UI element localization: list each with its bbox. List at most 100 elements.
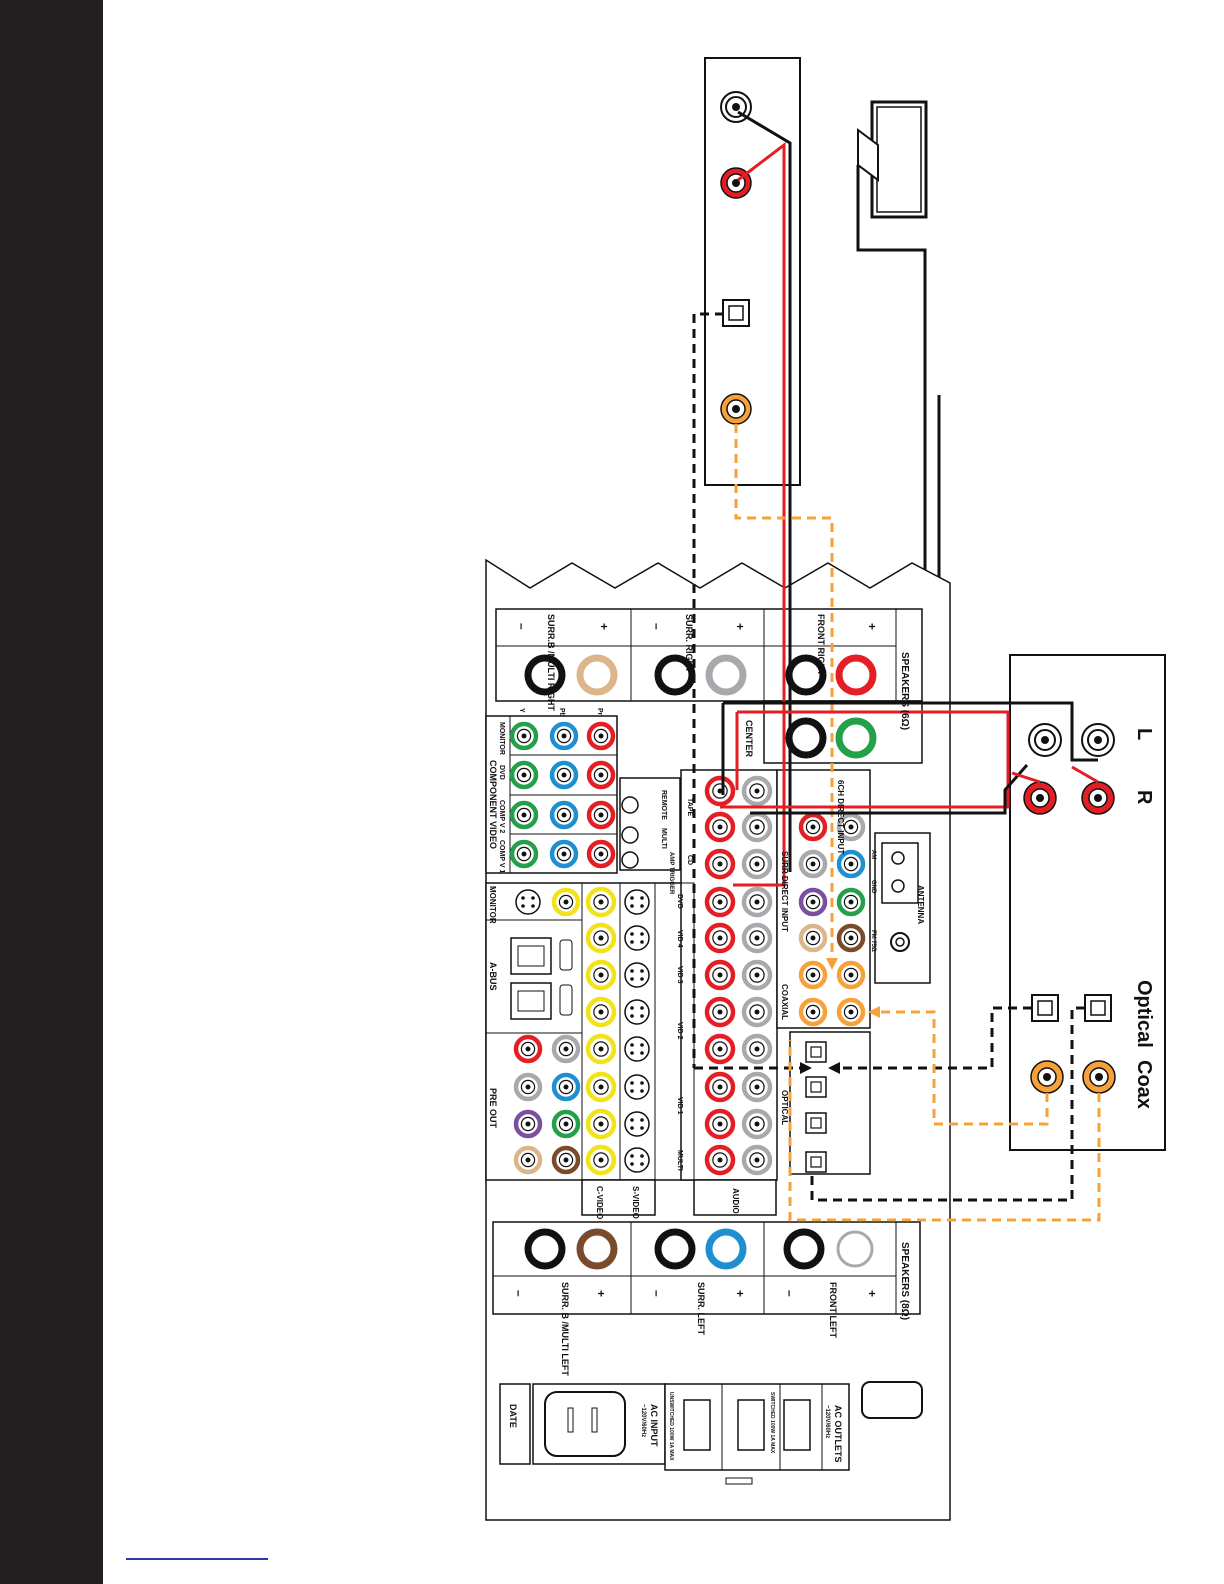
label-am: AM — [870, 850, 876, 859]
audio-jack-right — [704, 959, 736, 991]
component-label-pr: Pr — [596, 708, 603, 716]
audio-jack-right — [704, 922, 736, 954]
label-ac-input-spec: ~120V/60Hz — [640, 1404, 646, 1437]
composite-video-jack — [585, 1144, 617, 1176]
label-minus: – — [650, 623, 664, 630]
component-jack — [509, 800, 539, 830]
component-jack — [586, 839, 616, 869]
right-device-optical-port-2 — [1084, 994, 1112, 1022]
amp-trigger-title: AMP TRIGGER — [668, 852, 674, 895]
label-c-video: C-VIDEO — [595, 1186, 604, 1219]
label-cd: CD — [686, 855, 693, 865]
right-device-jack-white-1 — [1028, 723, 1062, 757]
component-jack — [509, 760, 539, 790]
component-jack — [586, 721, 616, 751]
cable-coax-return — [880, 1010, 1049, 1126]
pre-out-jack — [551, 1072, 581, 1102]
label-minus: – — [650, 1290, 664, 1297]
label-pre-out: PRE OUT — [488, 1088, 498, 1129]
speaker-terminals-top — [495, 608, 923, 764]
label-ac-input: AC INPUT — [649, 1404, 659, 1447]
multi-trigger-title: MULTI — [660, 828, 667, 849]
am-loop-antenna — [856, 100, 928, 935]
label-audio: AUDIO — [731, 1188, 740, 1214]
label-s-video: S-VIDEO — [631, 1186, 640, 1219]
label-minus: – — [512, 1290, 526, 1297]
label-ac-outlets-spec: ~120V/60Hz — [824, 1405, 830, 1438]
label-gnd: GND — [870, 880, 876, 894]
s-video-jack — [624, 1111, 650, 1137]
label-front-right: FRONT RIGHT — [816, 614, 826, 676]
pre-out-jack — [513, 1145, 543, 1175]
audio-jack-right — [704, 1033, 736, 1065]
direct-input-jack — [836, 923, 866, 953]
right-device-jack-red-1 — [1023, 781, 1057, 815]
component-jack — [586, 760, 616, 790]
cable-black-analog — [737, 110, 792, 872]
label-fm: FM 75Ω — [870, 930, 876, 952]
component-label-monitor: MONITOR — [498, 722, 505, 755]
label-minus: – — [783, 1290, 797, 1297]
label-switched: SWITCHED 100W 1A MAX — [769, 1392, 775, 1454]
label-surr-b-multi-left: SURR. B /MULTI LEFT — [560, 1282, 570, 1376]
audio-jack-left — [741, 959, 773, 991]
cables — [692, 110, 1101, 1222]
direct-input-jack — [798, 812, 828, 842]
component-jack — [549, 721, 579, 751]
audio-jack-left — [741, 775, 773, 807]
composite-video-jack — [585, 959, 617, 991]
right-output-device — [1009, 654, 1166, 1151]
label-coaxial: COAXIAL — [780, 984, 789, 1020]
direct-input-jack — [798, 960, 828, 990]
cable-coax-out — [788, 1040, 1101, 1222]
audio-jack-right — [704, 848, 736, 880]
row-label-vid1: VID 1 — [676, 1097, 683, 1115]
monitor-s-video-jack — [515, 889, 541, 915]
label-surr-direct-input: SURR DIRECT INPUT — [780, 851, 789, 932]
right-device-label-coax: Coax — [1133, 1060, 1155, 1109]
receiver-optical-port — [805, 1041, 827, 1063]
s-video-jack — [624, 889, 650, 915]
receiver-optical-port — [805, 1112, 827, 1134]
audio-jack-right — [704, 775, 736, 807]
component-label-pb: Pb — [558, 708, 565, 717]
label-plus: + — [733, 1290, 747, 1297]
pre-out-jack — [513, 1109, 543, 1139]
component-label-comp1: COMP V 1 — [498, 840, 505, 873]
component-label-dvd: DVD — [498, 765, 505, 780]
label-plus: + — [865, 1290, 879, 1297]
row-label-multi: MULTI — [676, 1150, 683, 1171]
direct-input-jack — [836, 997, 866, 1027]
label-plus: + — [597, 623, 611, 630]
direct-input-jack — [836, 812, 866, 842]
pre-out-jack — [551, 1034, 581, 1064]
row-label-dvd: DVD — [676, 894, 683, 909]
row-label-vid3: VID 3 — [676, 966, 683, 984]
audio-jack-left — [741, 1033, 773, 1065]
page-sidebar-bar — [0, 0, 103, 1584]
cable-coax-in — [734, 424, 834, 958]
s-video-jack — [624, 962, 650, 988]
direct-input-jack — [798, 997, 828, 1027]
right-device-optical-port-1 — [1031, 994, 1059, 1022]
audio-jack-right — [704, 1144, 736, 1176]
s-video-jack — [624, 1074, 650, 1100]
label-tape: TAPE — [686, 798, 693, 816]
ac-power-section — [499, 1381, 923, 1485]
label-plus: + — [594, 1290, 608, 1297]
audio-jack-right — [704, 1071, 736, 1103]
cable-black-tape-out — [723, 701, 1098, 762]
label-optical: OPTICAL — [780, 1090, 789, 1125]
component-jack — [586, 800, 616, 830]
component-label-y: Y — [518, 708, 525, 713]
right-device-jack-orange-2 — [1082, 1060, 1116, 1094]
component-jack — [509, 839, 539, 869]
pre-out-jack — [551, 1145, 581, 1175]
component-jack — [549, 839, 579, 869]
footer-rule — [126, 1558, 268, 1560]
audio-jack-right — [704, 1108, 736, 1140]
composite-video-jack — [585, 922, 617, 954]
component-jack — [509, 721, 539, 751]
cable-red-analog — [733, 141, 786, 887]
audio-jack-right — [704, 811, 736, 843]
